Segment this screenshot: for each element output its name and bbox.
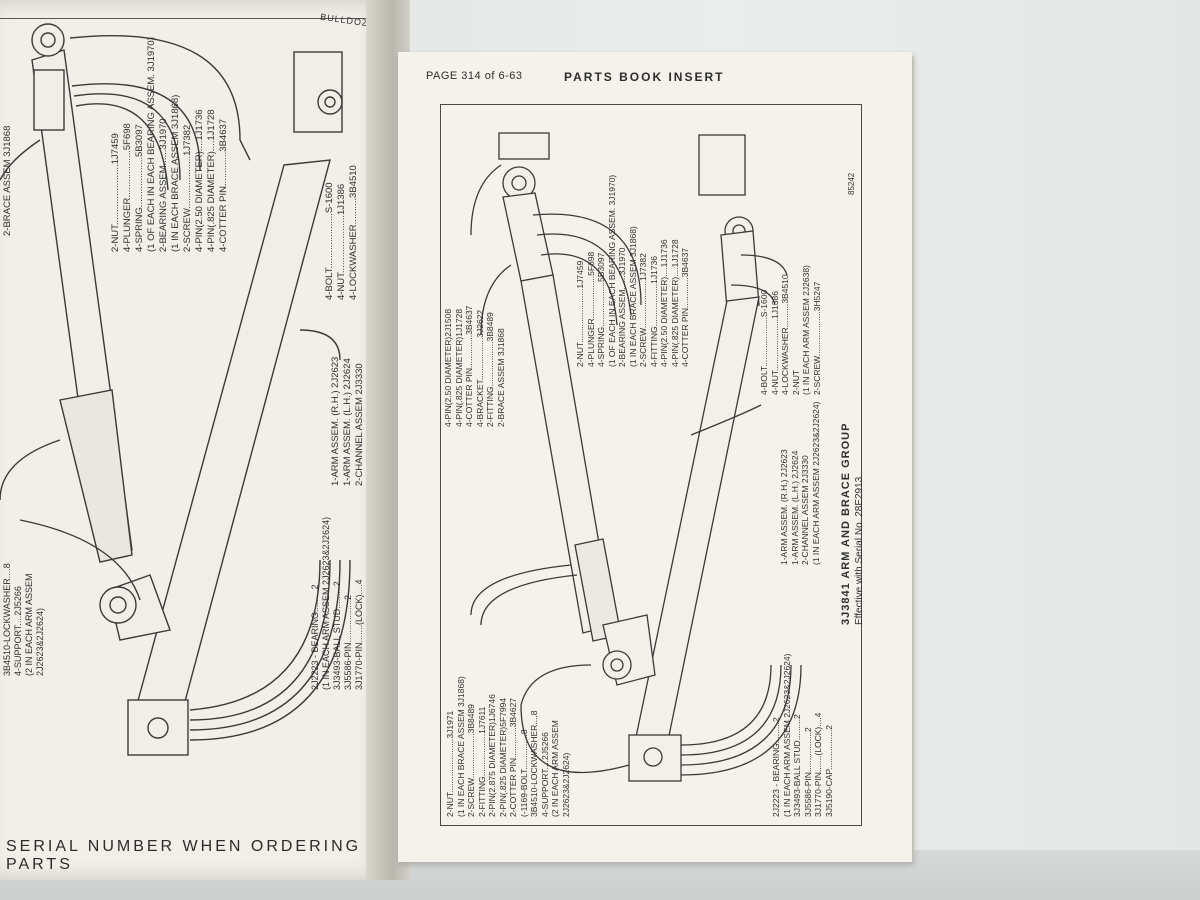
left-callout-group-top: 2-NUT.......................1J7459 4-PLU…: [110, 37, 229, 252]
left-callout-group-bolts: 4-BOLT.....................S-1600 4-NUT.…: [324, 165, 359, 300]
callouts-bottom-right: 2J2223 - BEARING.........2 (1 IN EACH AR…: [771, 653, 834, 817]
group-title: 3J3841 ARM AND BRACE GROUP: [840, 422, 852, 625]
left-page-footer: SERIAL NUMBER WHEN ORDERING PARTS: [6, 838, 362, 873]
right-page: PAGE 314 of 6-63 PARTS BOOK INSERT: [398, 52, 912, 862]
diagram-frame: 85242 4-PIN(2.50 DIAMETER)2J1508 4-PIN(.…: [440, 104, 865, 826]
left-page: BULLDOZER: [0, 0, 392, 880]
page-title: PARTS BOOK INSERT: [564, 70, 725, 84]
left-callout-group-arm: 1-ARM ASSEM. (R.H.) 2J2623 1-ARM ASSEM. …: [330, 356, 365, 486]
group-title-block: 3J3841 ARM AND BRACE GROUP Effective wit…: [839, 423, 867, 625]
callouts-right: 4-BOLT.....................S-1600 4-NUT.…: [759, 265, 822, 395]
left-callout-group-support: 3B4510-LOCKWASHER....8 4-SUPPORT....2J52…: [2, 563, 45, 676]
effective-serial: Effective with Serial No. 28E2913: [854, 476, 865, 625]
callouts-mid: 2-NUT.......................1J7459 4-PLU…: [575, 174, 690, 367]
callouts-left: 4-PIN(2.50 DIAMETER)2J1508 4-PIN(.825 DI…: [443, 305, 506, 427]
page-number: PAGE 314 of 6-63: [426, 70, 523, 82]
left-diagram: [0, 23, 351, 756]
left-callout-brace: 2-BRACE ASSEM 3J1868: [2, 125, 13, 236]
image-code: 85242: [847, 172, 856, 195]
arm-brace-diagram: [470, 132, 802, 782]
callouts-bottom-left: 2-NUT.......................3J1971 (1 IN…: [445, 676, 571, 817]
callouts-arm: 1-ARM ASSEM. (R.H.) 2J2623 1-ARM ASSEM. …: [779, 401, 821, 565]
left-callout-group-bearing: 2J2223 - BEARING.........2 (1 IN EACH AR…: [310, 516, 364, 690]
